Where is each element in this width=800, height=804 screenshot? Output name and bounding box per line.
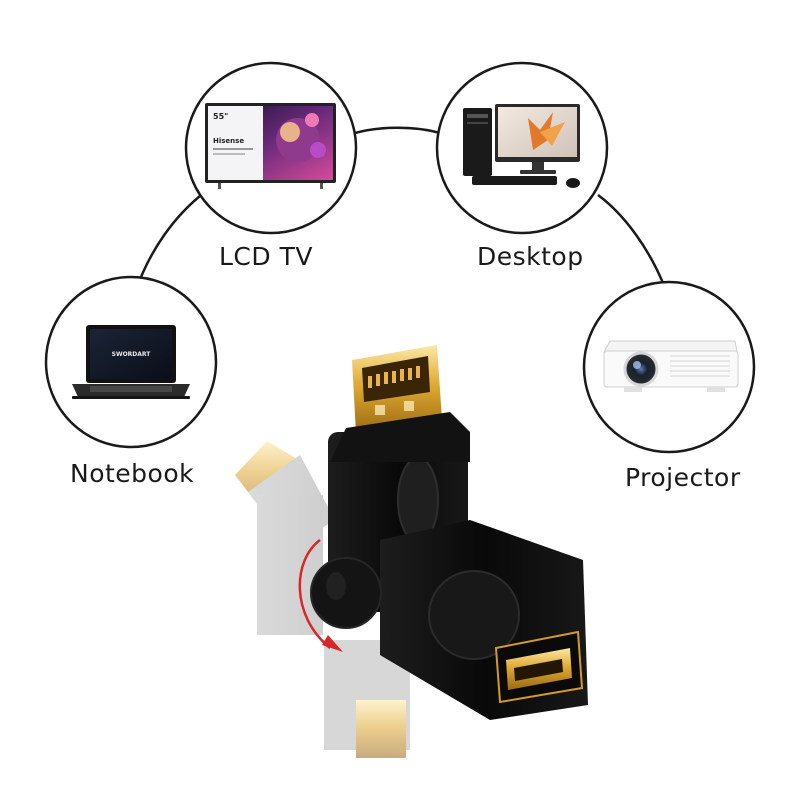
- desktop-circle: [435, 61, 609, 235]
- projector-label: Projector: [625, 463, 741, 492]
- connection-arc-left: [134, 191, 206, 291]
- lcd-tv-label: LCD TV: [219, 242, 313, 271]
- tv-icon: 55" Hisense: [205, 103, 336, 189]
- projector-icon: [603, 340, 739, 392]
- connection-arc-right: [597, 193, 667, 289]
- notebook-label: Notebook: [70, 459, 195, 488]
- hdmi-adapter: [235, 345, 588, 758]
- tv-screen-badge: 55": [213, 112, 228, 121]
- rotation-arrow: [298, 538, 331, 649]
- lcd-tv-circle: 55" Hisense: [184, 61, 358, 235]
- laptop-icon: SWORDART: [72, 325, 190, 399]
- desktop-icon: [463, 104, 580, 188]
- projector-circle: [582, 280, 756, 454]
- swivel-hinge: [310, 557, 382, 629]
- desktop-label: Desktop: [477, 242, 584, 271]
- tv-brand-text: Hisense: [213, 137, 244, 145]
- notebook-circle: SWORDART: [44, 275, 218, 449]
- hdmi-male-plug: [352, 345, 442, 433]
- connection-arc-top: [354, 126, 441, 135]
- laptop-screen-text: SWORDART: [112, 351, 152, 358]
- hdmi-female-port: [494, 630, 584, 704]
